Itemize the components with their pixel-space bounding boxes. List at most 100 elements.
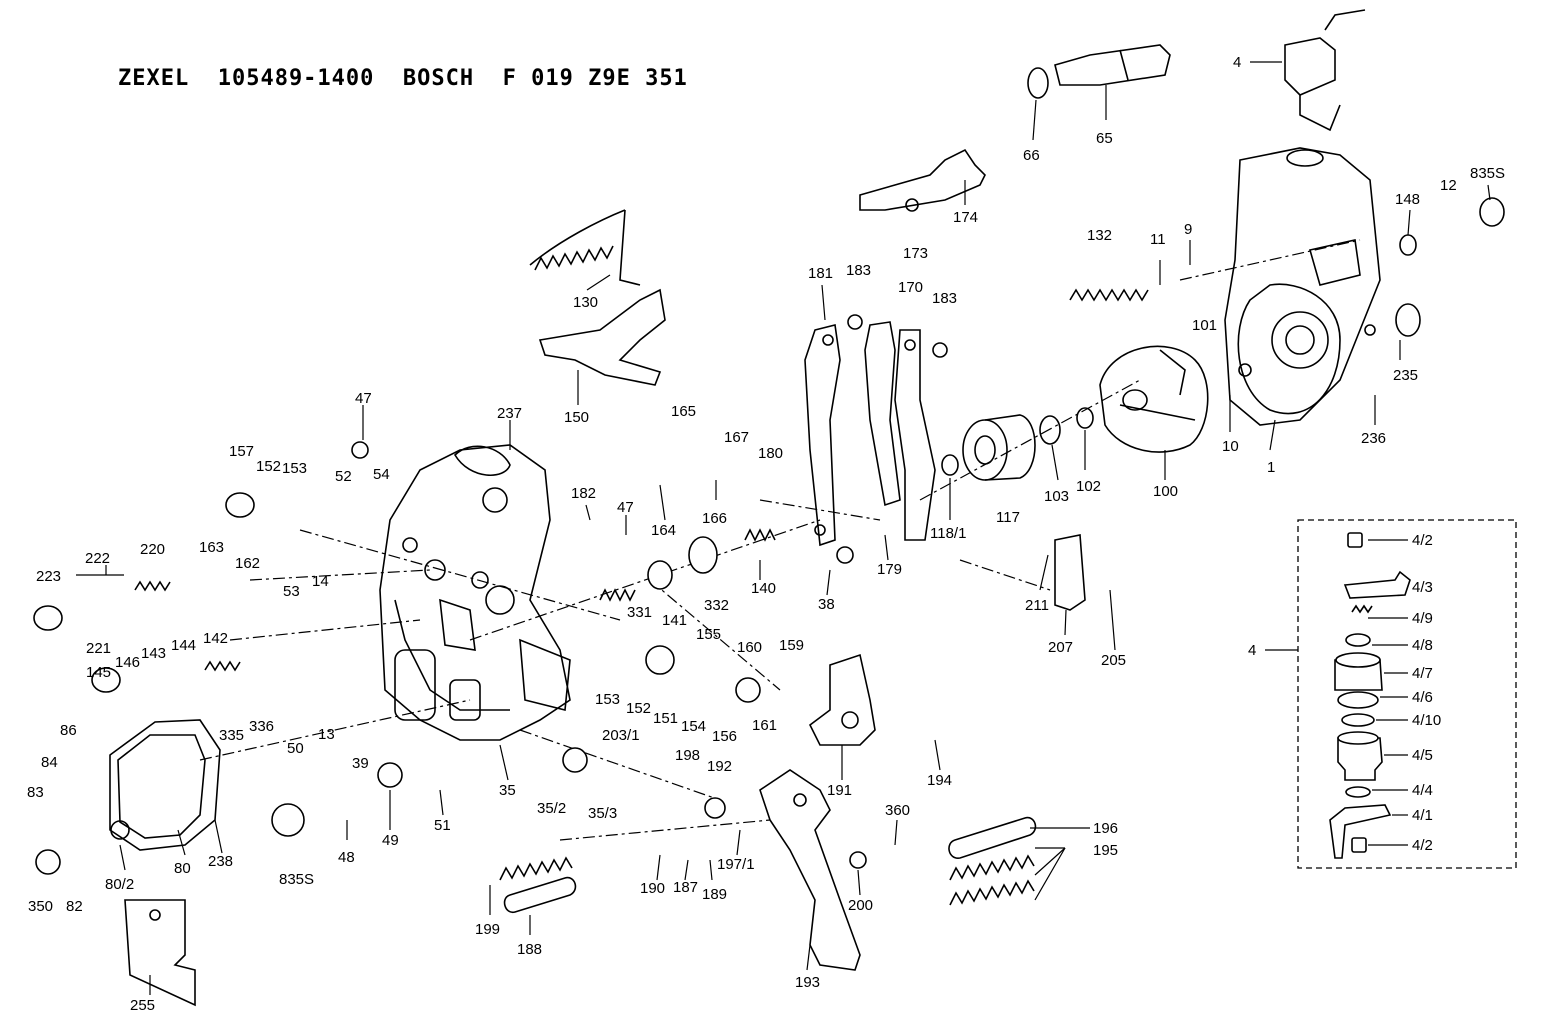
label-187: 187 [673,879,698,896]
label-154: 154 [681,718,706,735]
flyweight-carrier-100 [1099,345,1209,453]
gear-117 [941,407,1094,481]
levers-181-170 [804,314,948,547]
label-182: 182 [571,485,596,502]
label-151: 151 [653,710,678,727]
label-336: 336 [249,718,274,735]
label-162: 162 [235,555,260,572]
lever-191 [808,653,876,746]
label-13: 13 [318,726,335,743]
label-118-1: 118/1 [930,525,966,542]
label-10: 10 [1222,438,1239,455]
label-192: 192 [707,758,732,775]
label-194: 194 [927,772,952,789]
label-140: 140 [751,580,776,597]
label-142: 142 [203,630,228,647]
label-66: 66 [1023,147,1040,164]
label-100: 100 [1153,483,1178,500]
label-152-a: 152 [256,458,281,475]
label-84: 84 [41,754,58,771]
inset-item-4-3: 4/3 [1412,579,1433,596]
label-86: 86 [60,722,77,739]
label-200: 200 [848,897,873,914]
inset-item-4-1: 4/1 [1412,807,1433,824]
label-166: 166 [702,510,727,527]
label-160: 160 [737,639,762,656]
adjuster-4 [1284,9,1366,132]
label-360: 360 [885,802,910,819]
pump-body-1 [1224,147,1381,426]
label-165: 165 [671,403,696,420]
label-188: 188 [517,941,542,958]
label-196: 196 [1093,820,1118,837]
label-117: 117 [996,509,1020,526]
label-83: 83 [27,784,44,801]
label-183-b: 183 [932,290,957,307]
label-153-b: 153 [595,691,620,708]
label-222: 222 [85,550,110,567]
label-238: 238 [208,853,233,870]
inset-item-4-8: 4/8 [1412,637,1433,654]
label-65: 65 [1096,130,1113,147]
label-52: 52 [335,468,352,485]
label-173: 173 [903,245,928,262]
label-255: 255 [130,997,155,1014]
label-153-a: 153 [282,460,307,477]
inset-item-4-7: 4/7 [1412,665,1433,682]
label-207: 207 [1048,639,1073,656]
label-47-top: 47 [355,390,372,407]
label-159: 159 [779,637,804,654]
label-235: 235 [1393,367,1418,384]
label-51: 51 [434,817,451,834]
label-141: 141 [662,612,687,629]
label-211: 211 [1025,597,1049,614]
label-203-1: 203/1 [602,727,640,744]
part-labels: 4 65 66 835S 148 12 174 173 132 11 9 130… [27,54,1505,1014]
label-195: 195 [1093,842,1118,859]
label-220: 220 [140,541,165,558]
label-174: 174 [953,209,978,226]
label-152-b: 152 [626,700,651,717]
label-14: 14 [312,573,329,590]
label-199: 199 [475,921,500,938]
label-11: 11 [1150,231,1166,248]
label-150: 150 [564,409,589,426]
label-12: 12 [1440,177,1457,194]
label-835s-top: 835S [1470,165,1505,182]
label-80: 80 [174,860,191,877]
label-80-2: 80/2 [105,876,134,893]
label-35-3: 35/3 [588,805,617,822]
inset-group-label: 4 [1248,642,1256,659]
lever-150-spring-130 [529,209,666,386]
label-835s-bottom: 835S [279,871,314,888]
label-155: 155 [696,626,721,643]
label-39: 39 [352,755,369,772]
label-223: 223 [36,568,61,585]
label-181: 181 [808,265,833,282]
inset-item-4-2-bottom: 4/2 [1412,837,1433,854]
fasteners [33,197,1505,875]
label-4: 4 [1233,54,1241,71]
label-143: 143 [141,645,166,662]
label-82: 82 [66,898,83,915]
label-54: 54 [373,466,390,483]
label-144: 144 [171,637,196,654]
label-145: 145 [86,664,111,681]
lever-193 [759,769,861,971]
springs [134,288,1149,906]
label-101: 101 [1192,317,1217,334]
label-237: 237 [497,405,522,422]
inset-item-4-10: 4/10 [1412,712,1441,729]
diagram-title: ZEXEL 105489-1400 BOSCH F 019 Z9E 351 [118,66,688,91]
label-350: 350 [28,898,53,915]
label-103: 103 [1044,488,1069,505]
inset-item-4-5: 4/5 [1412,747,1433,764]
label-332: 332 [704,597,729,614]
label-49: 49 [382,832,399,849]
label-335: 335 [219,727,244,744]
label-183-a: 183 [846,262,871,279]
label-48: 48 [338,849,355,866]
label-132: 132 [1087,227,1112,244]
label-102: 102 [1076,478,1101,495]
